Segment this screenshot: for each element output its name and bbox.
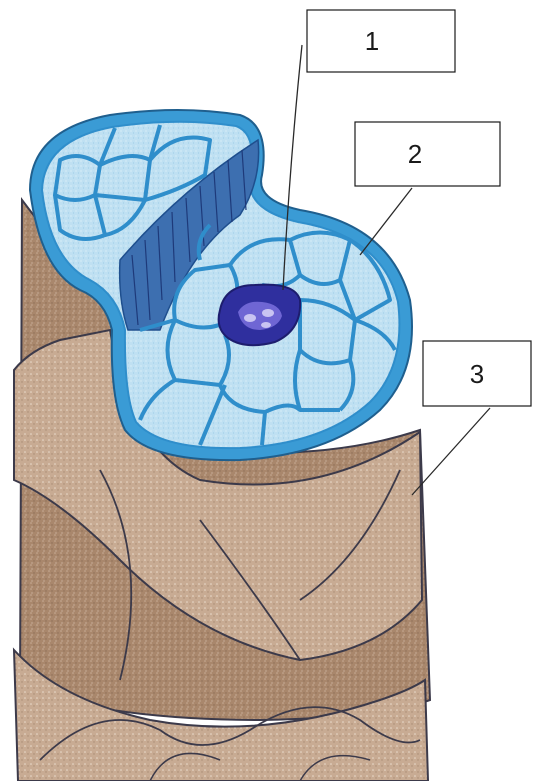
leader-line-3 — [412, 408, 490, 495]
label-text-1: 1 — [365, 26, 379, 56]
label-box-1: 1 — [307, 10, 455, 72]
label-text-3: 3 — [470, 359, 484, 389]
label-box-3: 3 — [423, 341, 531, 406]
leader-line-2 — [360, 188, 412, 255]
label-text-2: 2 — [408, 139, 422, 169]
label-box-2: 2 — [355, 122, 500, 186]
